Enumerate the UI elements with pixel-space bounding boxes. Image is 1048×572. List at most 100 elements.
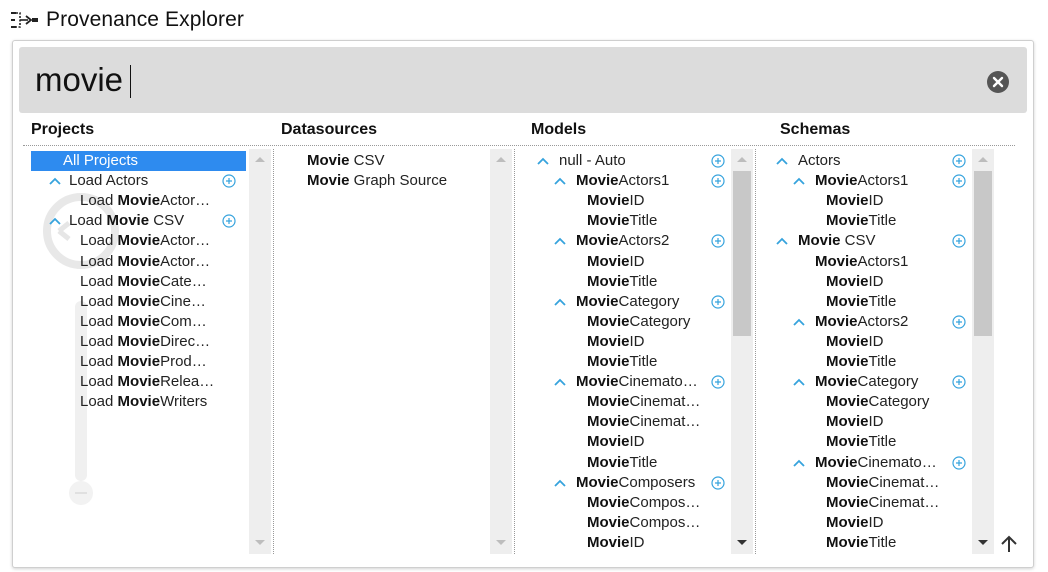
tree-item[interactable]: MovieCinemat… <box>587 392 716 412</box>
add-circle-icon[interactable] <box>952 154 966 168</box>
add-circle-icon[interactable] <box>222 214 236 228</box>
chevron-up-icon[interactable] <box>776 237 788 246</box>
scroll-down-arrow-icon[interactable] <box>736 539 748 547</box>
tree-item[interactable]: Load MovieCom… <box>80 312 246 332</box>
chevron-up-icon[interactable] <box>793 318 805 326</box>
chevron-up-icon[interactable] <box>793 177 805 185</box>
scroll-up-arrow-icon[interactable] <box>736 155 748 163</box>
scroll-down-arrow-icon[interactable] <box>495 539 507 547</box>
tree-item[interactable]: MovieCinemato… <box>815 453 957 473</box>
tree-item[interactable]: MovieID <box>587 432 716 452</box>
close-circle-icon[interactable] <box>987 71 1009 93</box>
add-circle-icon[interactable] <box>952 375 966 389</box>
tree-item[interactable]: MovieCompos… <box>587 513 716 533</box>
tree-item[interactable]: Load MovieRelea… <box>80 372 246 392</box>
models-scroll-thumb[interactable] <box>733 171 751 336</box>
add-circle-icon[interactable] <box>711 295 725 309</box>
tree-item[interactable]: MovieID <box>826 272 957 292</box>
search-input[interactable] <box>35 57 935 103</box>
tree-item[interactable]: MovieCategory <box>587 312 716 332</box>
tree-item[interactable]: MovieID <box>587 252 716 272</box>
add-circle-icon[interactable] <box>711 154 725 168</box>
tree-item[interactable]: MovieTitle <box>826 292 957 312</box>
tree-item[interactable]: MovieCinemat… <box>587 412 716 432</box>
tree-item[interactable]: Movie Graph Source <box>307 171 447 191</box>
tree-item[interactable]: MovieID <box>826 412 957 432</box>
add-circle-icon[interactable] <box>952 234 966 248</box>
tree-item[interactable]: MovieID <box>826 191 957 211</box>
tree-item[interactable]: MovieActors2 <box>576 231 706 251</box>
scroll-to-top-icon[interactable] <box>998 533 1020 555</box>
add-circle-icon[interactable] <box>711 174 725 188</box>
tree-item[interactable]: MovieID <box>826 332 957 352</box>
chevron-up-icon[interactable] <box>554 298 566 306</box>
tree-item[interactable]: Movie CSV <box>798 231 957 251</box>
chevron-up-icon[interactable] <box>554 177 566 185</box>
tree-item[interactable]: MovieActors1 <box>576 171 706 191</box>
scroll-down-arrow-icon[interactable] <box>977 539 989 547</box>
tree-item[interactable]: MovieCategory <box>815 372 957 392</box>
chevron-up-icon[interactable] <box>49 217 61 225</box>
chevron-up-icon[interactable] <box>554 479 566 487</box>
scroll-up-arrow-icon[interactable] <box>254 155 266 163</box>
tree-item[interactable]: Load MovieActor… <box>80 191 246 211</box>
tree-item[interactable]: null - Auto <box>559 151 706 171</box>
chevron-up-icon[interactable] <box>554 378 566 386</box>
add-circle-icon[interactable] <box>952 315 966 329</box>
tree-item[interactable]: MovieTitle <box>826 432 957 452</box>
tree-item[interactable]: Load MovieProd… <box>80 352 246 372</box>
projects-scrollbar[interactable] <box>249 149 271 554</box>
tree-item[interactable]: MovieID <box>587 533 716 553</box>
chevron-up-icon[interactable] <box>554 237 566 246</box>
tree-item[interactable]: Actors <box>798 151 957 171</box>
add-circle-icon[interactable] <box>952 174 966 188</box>
tree-item[interactable]: MovieActors1 <box>815 171 957 191</box>
project-item-all-projects[interactable]: All Projects <box>31 151 246 171</box>
tree-item[interactable]: Load MovieWriters <box>80 392 246 412</box>
tree-item[interactable]: Load MovieActor… <box>80 231 246 251</box>
add-circle-icon[interactable] <box>222 174 236 188</box>
tree-item[interactable]: MovieCinemat… <box>826 473 957 493</box>
chevron-up-icon[interactable] <box>49 177 61 185</box>
add-circle-icon[interactable] <box>711 475 725 490</box>
tree-item[interactable]: Load Actors <box>69 171 246 191</box>
tree-item[interactable]: MovieTitle <box>826 211 957 231</box>
add-circle-icon[interactable] <box>711 375 725 389</box>
tree-item[interactable]: MovieID <box>826 513 957 533</box>
tree-item[interactable]: MovieTitle <box>826 352 957 372</box>
tree-item[interactable]: MovieCompos… <box>587 493 716 513</box>
tree-item[interactable]: MovieID <box>587 332 716 352</box>
tree-item[interactable]: MovieCinemato… <box>576 372 706 392</box>
scroll-up-arrow-icon[interactable] <box>495 155 507 163</box>
models-scrollbar[interactable] <box>731 149 753 554</box>
tree-item[interactable]: MovieCategory <box>826 392 957 412</box>
tree-item[interactable]: MovieTitle <box>587 211 716 231</box>
chevron-up-icon[interactable] <box>537 157 549 165</box>
tree-item[interactable]: Load MovieActor… <box>80 252 246 272</box>
tree-item[interactable]: MovieActors1 <box>815 252 946 272</box>
chevron-up-icon[interactable] <box>793 378 805 386</box>
tree-item[interactable]: MovieActors2 <box>815 312 957 332</box>
tree-item[interactable]: Load MovieCine… <box>80 292 246 312</box>
tree-item[interactable]: MovieID <box>587 191 716 211</box>
tree-item[interactable]: MovieTitle <box>587 272 716 292</box>
tree-item[interactable]: MovieComposers <box>576 473 706 493</box>
schemas-scroll-thumb[interactable] <box>974 171 992 336</box>
add-circle-icon[interactable] <box>711 234 725 248</box>
tree-item[interactable]: Load MovieCate… <box>80 272 246 292</box>
tree-item[interactable]: Movie CSV <box>307 151 385 171</box>
tree-item[interactable]: MovieTitle <box>587 352 716 372</box>
scroll-down-arrow-icon[interactable] <box>254 539 266 547</box>
tree-item[interactable]: MovieTitle <box>587 453 716 473</box>
tree-item[interactable]: MovieCategory <box>576 292 706 312</box>
tree-item[interactable]: MovieTitle <box>826 533 957 553</box>
schemas-scrollbar[interactable] <box>972 149 994 554</box>
add-circle-icon[interactable] <box>952 455 966 470</box>
scroll-up-arrow-icon[interactable] <box>977 155 989 163</box>
tree-item[interactable]: MovieCinemat… <box>826 493 957 513</box>
chevron-up-icon[interactable] <box>793 459 805 467</box>
tree-item[interactable]: Load Movie CSV <box>69 211 246 231</box>
datasources-scrollbar[interactable] <box>490 149 512 554</box>
chevron-up-icon[interactable] <box>776 157 788 165</box>
tree-item[interactable]: Load MovieDirec… <box>80 332 246 352</box>
